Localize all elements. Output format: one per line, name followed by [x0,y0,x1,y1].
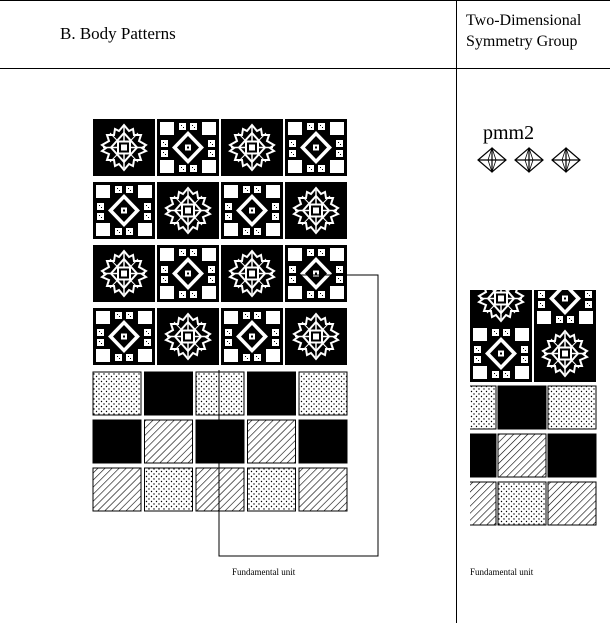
pmm2-diamond-icon [478,148,506,172]
plain-tile-hatch [248,420,296,463]
pattern-tile-star [157,308,219,365]
pattern-tile-diamond [221,182,283,239]
plain-tile-hatch [93,468,141,511]
plain-tile-black [196,420,244,463]
unit-plain-tile-dots [448,386,496,429]
pattern-tile-star [285,308,347,365]
pattern-tile-star [221,245,283,302]
pattern-tile-star [93,245,155,302]
plain-tile-hatch [145,420,193,463]
unit-tile-diamond [534,270,596,327]
unit-plain-tile-black [548,434,596,477]
pattern-tile-diamond [93,182,155,239]
pattern-tile-diamond [157,119,219,176]
pmm2-diamond-icon [515,148,543,172]
unit-plain-tile-black [448,434,496,477]
caption-fundamental-unit-left: Fundamental unit [232,567,295,577]
pattern-tile-diamond [93,308,155,365]
unit-plain-tile-dots [548,386,596,429]
unit-plain-tile-black [498,386,546,429]
plain-tile-dots [196,372,244,415]
plain-tile-dots [93,372,141,415]
fundamental-unit-sample [448,270,596,525]
pattern-tile-diamond [285,245,347,302]
plain-tile-black [248,372,296,415]
pmm2-motif-row [478,148,580,172]
plain-tile-dots [145,468,193,511]
pattern-tile-star [221,119,283,176]
caption-fundamental-unit-right: Fundamental unit [470,567,533,577]
pattern-tile-diamond [221,308,283,365]
plain-tile-black [299,420,347,463]
plain-tile-black [145,372,193,415]
plain-tile-dots [299,372,347,415]
pattern-tile-star [157,182,219,239]
unit-plain-tile-hatch [448,482,496,525]
unit-tile-diamond [470,325,532,382]
plain-tile-grid [93,372,347,511]
unit-tile-star [534,325,596,382]
plain-tile-dots [248,468,296,511]
unit-plain-tile-hatch [548,482,596,525]
unit-plain-tile-hatch [498,434,546,477]
body-pattern-grid [93,119,347,365]
pattern-tile-diamond [285,119,347,176]
unit-tile-star [470,270,532,327]
pattern-tile-diamond [157,245,219,302]
pmm2-diamond-icon [552,148,580,172]
pattern-tile-star [285,182,347,239]
pattern-tile-star [93,119,155,176]
unit-plain-tile-dots [498,482,546,525]
plain-tile-black [93,420,141,463]
plain-tile-hatch [299,468,347,511]
plain-tile-hatch [196,468,244,511]
